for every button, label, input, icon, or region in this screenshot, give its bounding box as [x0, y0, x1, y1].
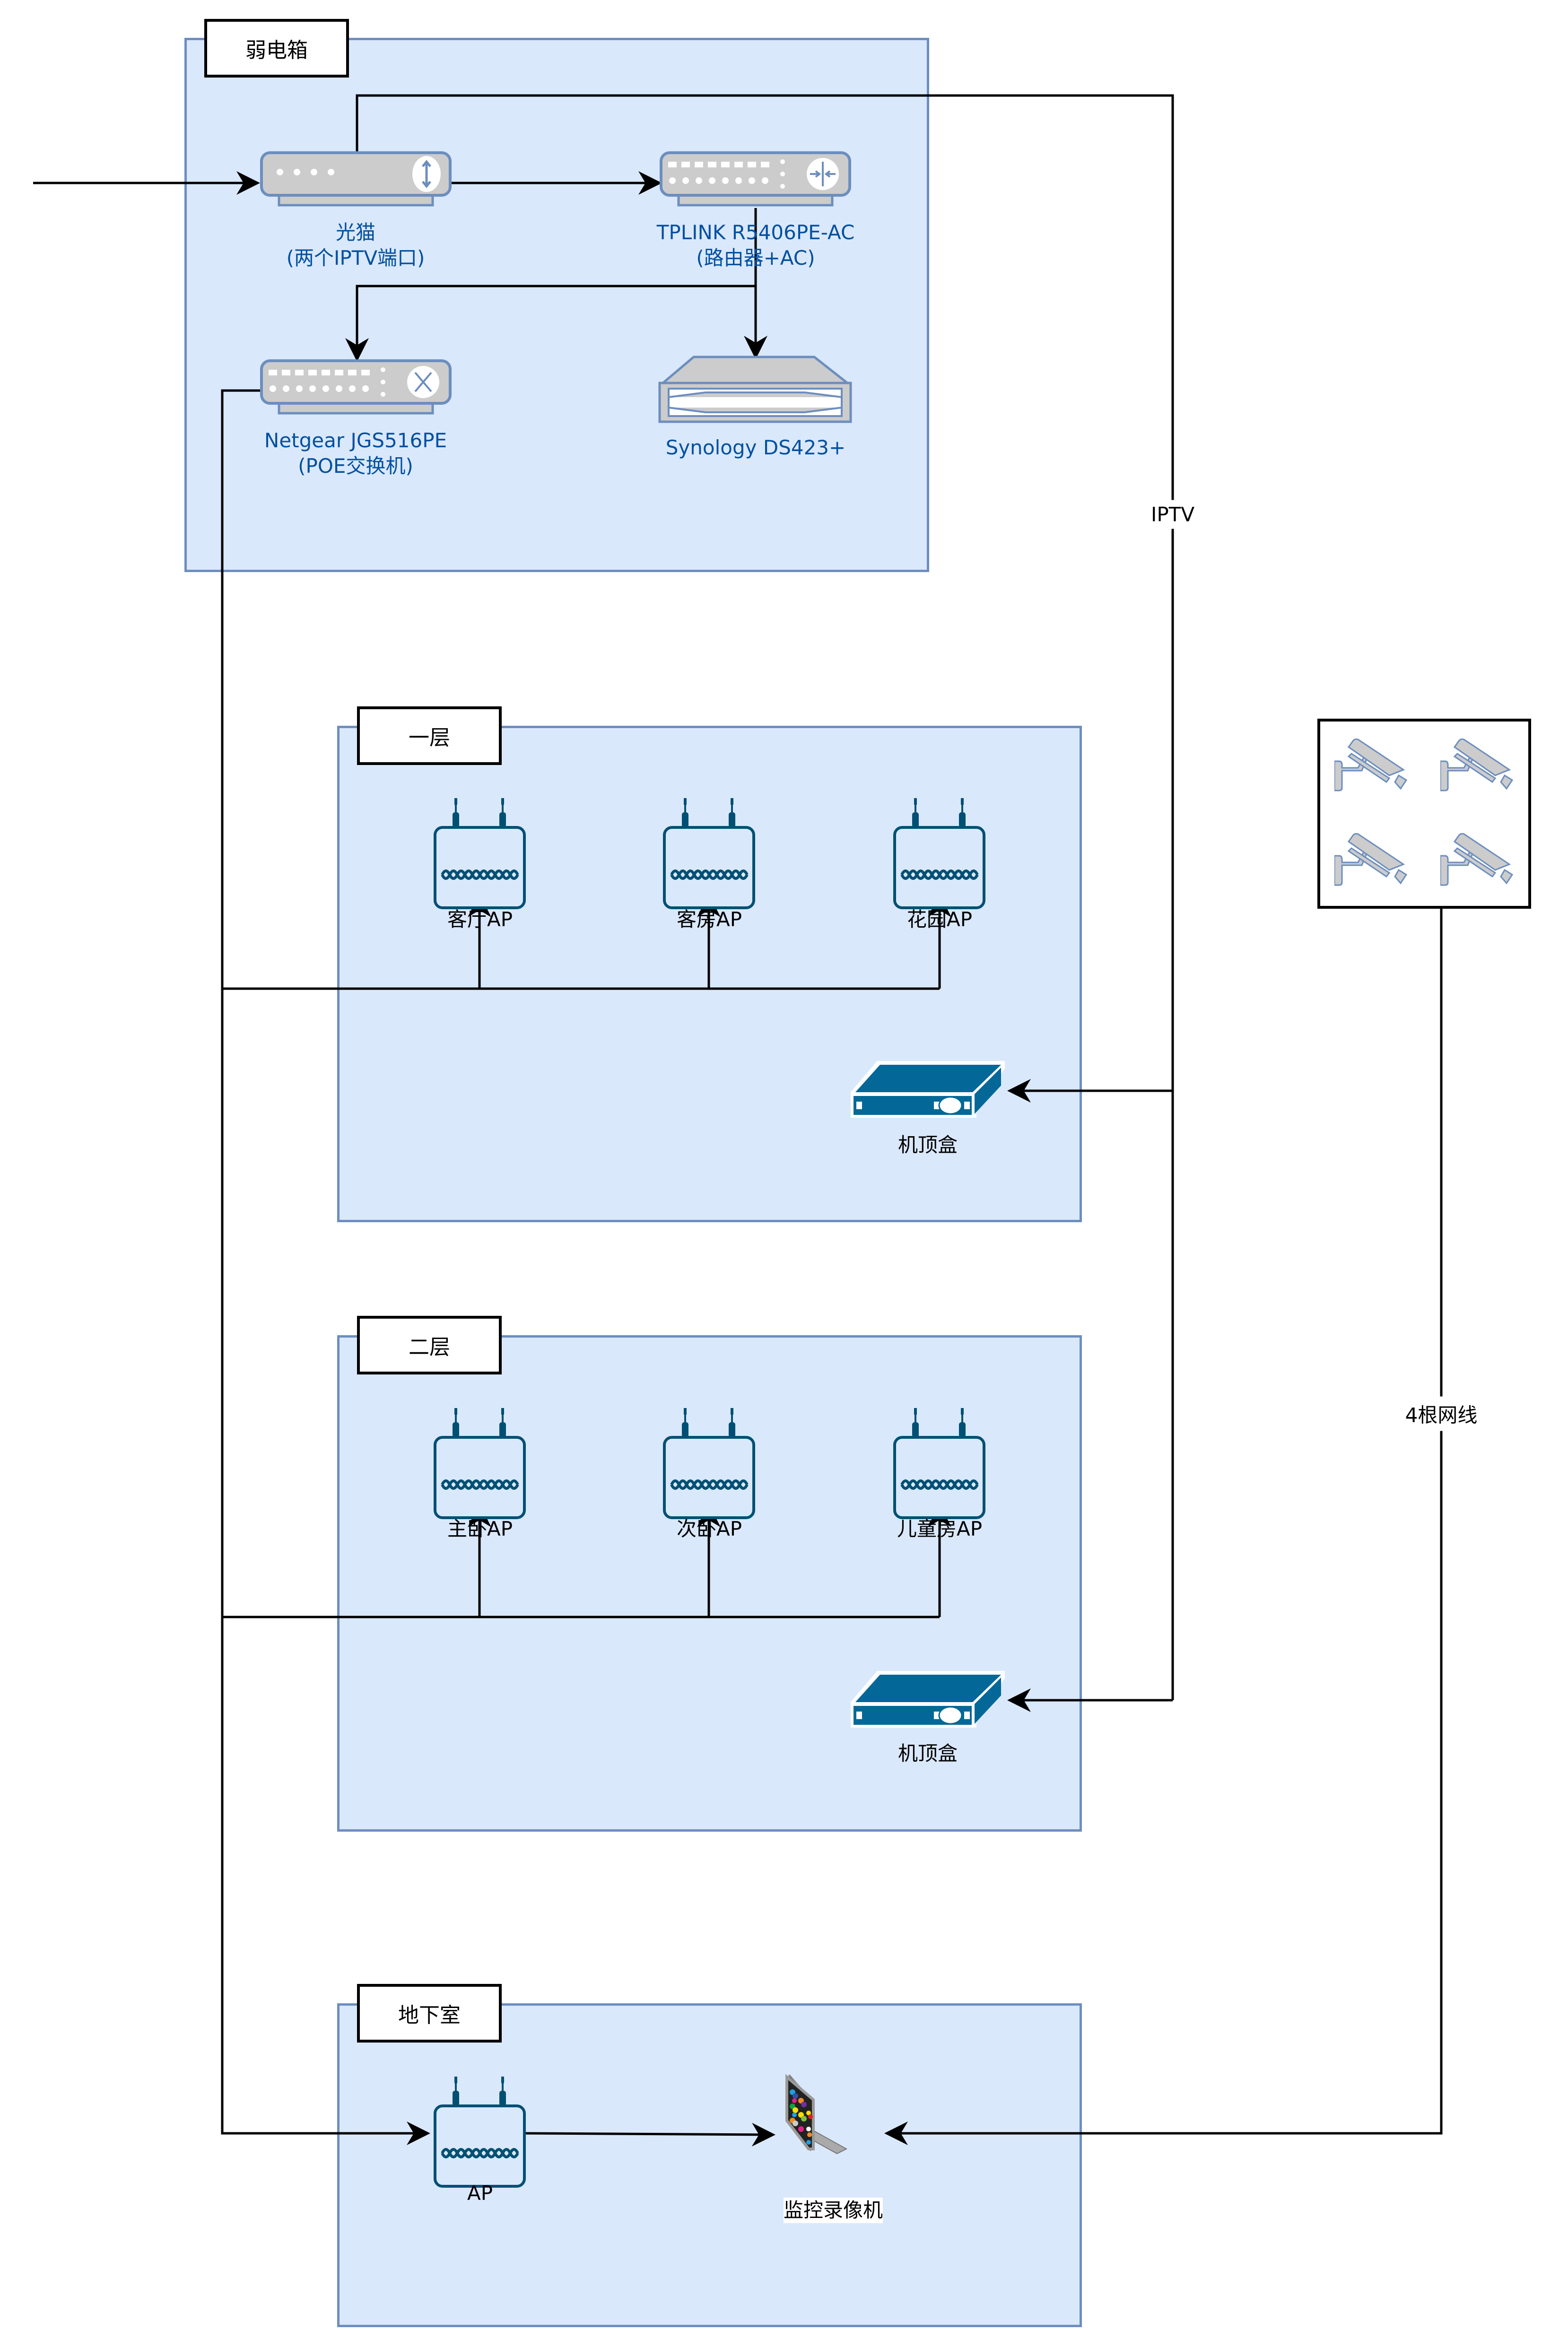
- settop-box-label-floor1: 机顶盒: [897, 1133, 958, 1156]
- poe-switch-desc: (POE交换机): [298, 454, 413, 478]
- basement-title: 地下室: [357, 1984, 502, 2043]
- settop-box-icon-floor1[interactable]: [849, 1059, 1007, 1120]
- wire-cameras-to-nvr: [884, 909, 1443, 2145]
- nas-label: Synology DS423+: [665, 436, 846, 459]
- modem-desc: (两个IPTV端口): [286, 246, 425, 270]
- ap-label-second-bedroom: 次卧AP: [676, 1517, 742, 1540]
- modem-label: 光猫 (两个IPTV端口): [287, 220, 425, 271]
- ap-icon-second-bedroom[interactable]: [663, 1408, 756, 1520]
- router-name: TPLINK R5406PE-AC: [656, 221, 855, 244]
- router-label: TPLINK R5406PE-AC (路由器+AC): [657, 220, 855, 271]
- modem-name: 光猫: [335, 221, 375, 244]
- wire-modem-iptv: [356, 94, 1174, 1103]
- cabinet-container: [184, 38, 929, 572]
- camera-icon-1: [1334, 738, 1407, 791]
- ap-icon-basement[interactable]: [434, 2077, 526, 2188]
- ap-icon-master-bedroom[interactable]: [434, 1408, 526, 1520]
- wire-router-to-switch: [345, 285, 756, 362]
- floor2-title: 二层: [357, 1316, 502, 1374]
- camera-icon-4: [1440, 833, 1513, 886]
- ap-label-basement: AP: [467, 2182, 493, 2205]
- settop-box-icon-floor2[interactable]: [849, 1669, 1007, 1730]
- ap-icon-living-room[interactable]: [434, 798, 526, 910]
- poe-switch-name: Netgear JGS516PE: [264, 429, 447, 452]
- ap-label-garden: 花园AP: [906, 908, 973, 931]
- nvr-label: 监控录像机: [783, 2198, 883, 2223]
- wire-ap-to-nvr: [525, 2122, 775, 2147]
- poe-switch-icon[interactable]: [260, 359, 452, 416]
- nas-icon[interactable]: [658, 355, 852, 426]
- wire-switch-trunk: [221, 389, 430, 2145]
- ap-icon-guest-room[interactable]: [663, 798, 756, 910]
- poe-switch-label: Netgear JGS516PE (POE交换机): [264, 428, 447, 479]
- iptv-label: IPTV: [1150, 500, 1195, 529]
- camera-icon-3: [1334, 833, 1407, 886]
- ap-label-master-bedroom: 主卧AP: [447, 1517, 513, 1540]
- settop-box-label-floor2: 机顶盒: [897, 1742, 958, 1765]
- camera-icon-2: [1440, 738, 1513, 791]
- ap-label-guest-room: 客房AP: [676, 908, 742, 931]
- floor1-title: 一层: [357, 706, 502, 765]
- modem-icon[interactable]: [260, 151, 452, 208]
- router-icon[interactable]: [660, 151, 851, 208]
- cabinet-title: 弱电箱: [204, 19, 349, 78]
- router-desc: (路由器+AC): [696, 246, 815, 270]
- nvr-monitor-icon[interactable]: [785, 2073, 880, 2158]
- cameras-cable-label: 4根网线: [1405, 1396, 1478, 1431]
- ap-label-kids-room: 儿童房AP: [897, 1517, 983, 1540]
- ap-label-living-room: 客厅AP: [447, 908, 513, 931]
- ap-icon-kids-room[interactable]: [893, 1408, 986, 1520]
- ap-icon-garden[interactable]: [893, 798, 986, 910]
